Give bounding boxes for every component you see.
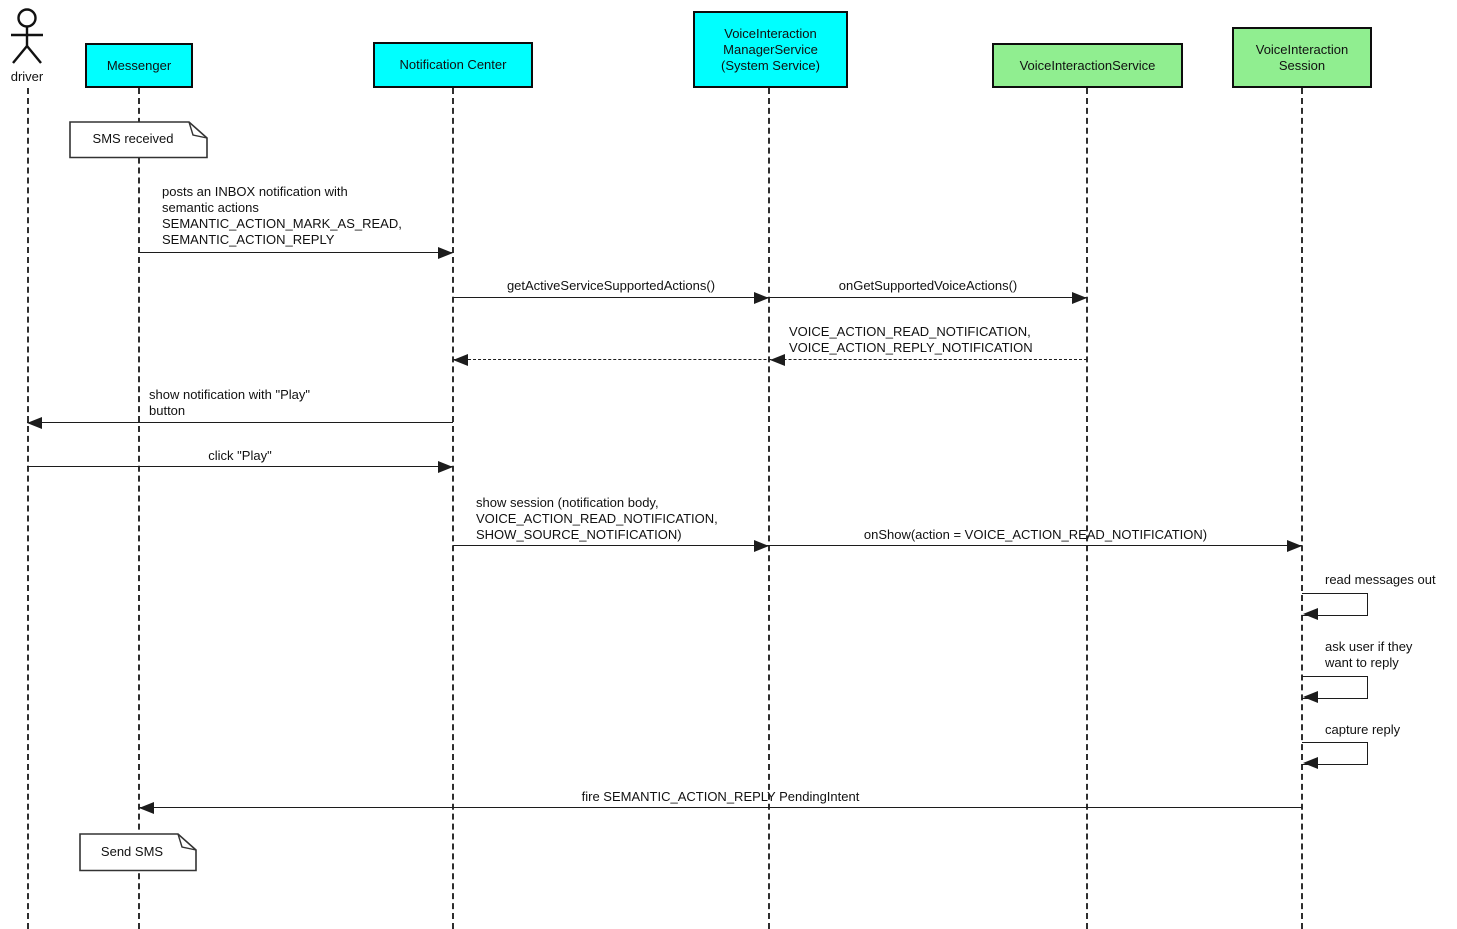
actor-label: driver [10, 69, 44, 84]
message-label: VOICE_ACTION_READ_NOTIFICATION, VOICE_AC… [789, 324, 1033, 355]
arrowhead-icon [754, 292, 769, 304]
note-sms-received [69, 121, 208, 159]
participant-voice-interaction-manager-service: VoiceInteraction ManagerService (System … [693, 11, 848, 88]
message-label: read messages out [1325, 572, 1436, 587]
arrowhead-icon [453, 354, 468, 366]
arrowhead-icon [1072, 292, 1087, 304]
lifeline-notification-center [452, 88, 454, 929]
lifeline-driver [27, 88, 29, 929]
arrowhead-icon [438, 461, 453, 473]
arrowhead-icon [1303, 757, 1318, 769]
message-line [453, 297, 769, 298]
message-line [139, 807, 1302, 808]
message-label: fire SEMANTIC_ACTION_REPLY PendingIntent [581, 789, 860, 804]
message-line [769, 545, 1302, 546]
self-message-loop [1302, 676, 1368, 699]
lifeline-voice-interaction-manager-service [768, 88, 770, 929]
self-message-loop [1302, 742, 1368, 765]
message-label: onShow(action = VOICE_ACTION_READ_NOTIFI… [863, 527, 1208, 542]
message-label: onGetSupportedVoiceActions() [838, 278, 1018, 293]
lifeline-messenger [138, 88, 140, 929]
arrowhead-icon [1287, 540, 1302, 552]
arrowhead-icon [1303, 691, 1318, 703]
message-line [769, 297, 1087, 298]
message-line [27, 422, 453, 423]
message-label: show notification with "Play" button [149, 387, 310, 418]
note-sms-received-label: SMS received [92, 131, 174, 146]
message-line [453, 545, 769, 546]
participant-notification-center: Notification Center [373, 42, 533, 88]
message-label: show session (notification body, VOICE_A… [476, 495, 718, 542]
arrowhead-icon [754, 540, 769, 552]
note-send-sms-label: Send SMS [100, 844, 164, 859]
message-label: click "Play" [208, 448, 272, 463]
lifeline-voice-interaction-session [1301, 88, 1303, 929]
message-line [139, 252, 453, 253]
actor-icon [11, 8, 43, 64]
message-label: posts an INBOX notification with semanti… [162, 184, 402, 247]
message-label: capture reply [1325, 722, 1401, 737]
message-label: ask user if they want to reply [1325, 639, 1413, 670]
participant-voice-interaction-service: VoiceInteractionService [992, 43, 1183, 88]
participant-messenger: Messenger [85, 43, 193, 88]
participant-voice-interaction-session: VoiceInteraction Session [1232, 27, 1372, 88]
message-line [27, 466, 453, 467]
lifeline-voice-interaction-service [1086, 88, 1088, 929]
message-label: getActiveServiceSupportedActions() [506, 278, 716, 293]
arrowhead-icon [27, 417, 42, 429]
arrowhead-icon [438, 247, 453, 259]
arrowhead-icon [139, 802, 154, 814]
self-message-loop [1302, 593, 1368, 616]
arrowhead-icon [770, 354, 785, 366]
note-send-sms [79, 833, 197, 872]
arrowhead-icon [1303, 608, 1318, 620]
